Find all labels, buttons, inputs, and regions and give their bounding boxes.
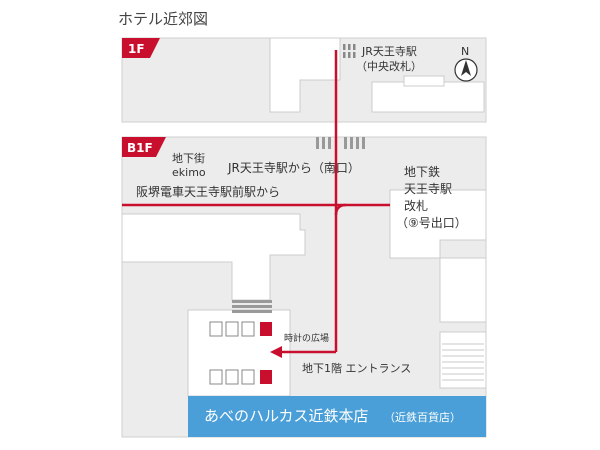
building-block (389, 189, 487, 259)
subway-gate-label: 改札 (404, 199, 428, 213)
route-lines (122, 50, 390, 354)
page-title: ホテル近郊図 (118, 10, 209, 28)
route-junction (334, 203, 347, 216)
building-block (439, 331, 487, 389)
floor-1f-tab (122, 38, 160, 58)
route-arrow-icon (270, 346, 282, 358)
store-name: あべのハルカス近鉄本店 (204, 407, 369, 425)
subway-station-label: 天王寺駅 (404, 182, 452, 196)
b1-entrance-label: 地下1階 エントランス (302, 361, 411, 375)
floor-1f-label: 1F (128, 42, 145, 56)
floor-b1-panel: B1F (121, 136, 487, 438)
floor-b1-tab (122, 137, 166, 157)
building-block (269, 37, 341, 113)
route-jr-south-label: JR天王寺駅から（南口） (227, 160, 360, 175)
floor-1f-panel: 1F JR天王寺駅 （中央改札） N (121, 37, 487, 123)
escalator-stripes (442, 343, 484, 381)
floor-b1-background (121, 136, 487, 438)
jr-station-label: JR天王寺駅 (361, 45, 417, 58)
entrance-lower (209, 369, 272, 385)
building-block (121, 213, 306, 301)
ekimo-name-label: ekimo (172, 166, 206, 179)
subway-label: 地下鉄 (404, 164, 440, 179)
stairs-icon (343, 44, 356, 58)
north-label: N (461, 45, 469, 58)
store-subname: （近鉄百貨店） (384, 410, 461, 424)
stairs-icon (232, 300, 272, 313)
clock-plaza-label: 時計の広場 (284, 332, 329, 344)
ekimo-label: 地下街 (172, 151, 205, 165)
entrance-upper (209, 321, 272, 337)
building-block (439, 257, 487, 323)
store-band (188, 396, 486, 437)
entrance-marker (260, 370, 272, 384)
north-arrow-icon: N (454, 45, 478, 82)
route-hankai-label: 阪堺電車天王寺駅前駅から (136, 184, 280, 199)
building-block (403, 75, 445, 87)
floor-b1-label: B1F (127, 141, 153, 155)
stairs-icon (316, 137, 365, 149)
jr-station-gate-label: （中央改札） (356, 59, 422, 73)
subway-exit-label: （⑨号出口） (396, 216, 467, 230)
entrance-marker (260, 322, 272, 336)
